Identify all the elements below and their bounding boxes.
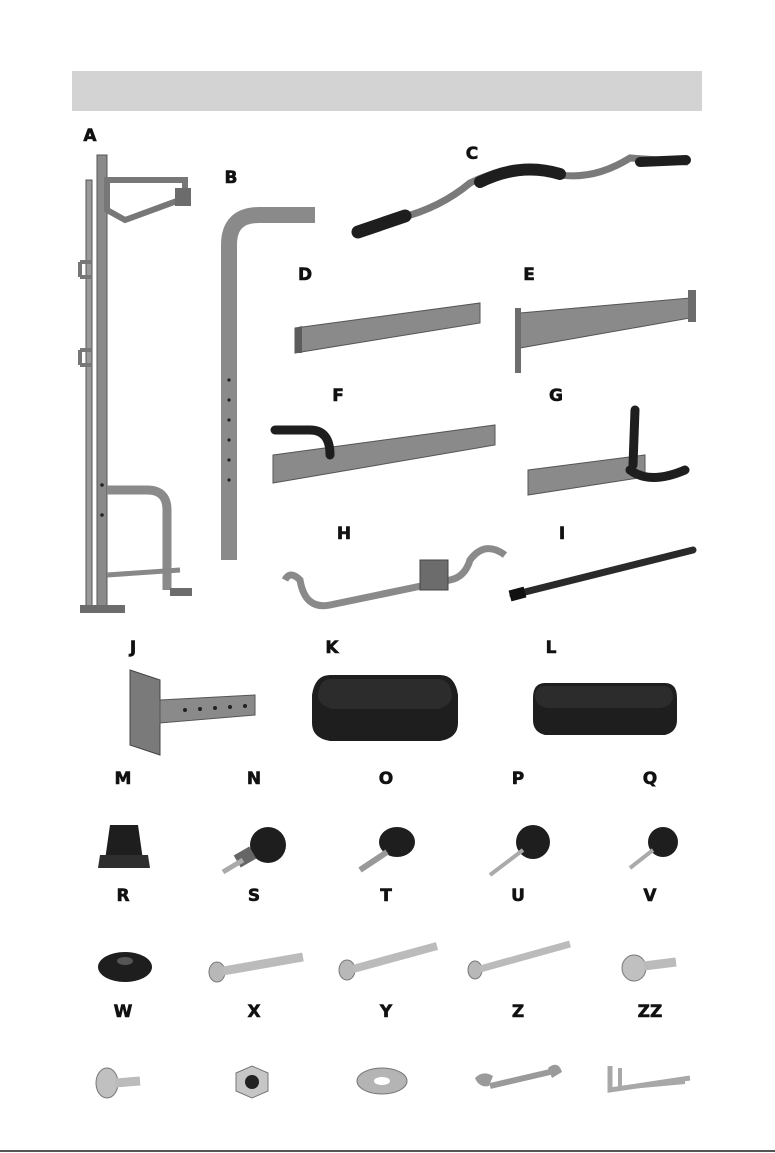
- label-m: M: [115, 771, 132, 788]
- carriage-bolt-icon: [335, 938, 440, 983]
- label-g: G: [549, 388, 563, 405]
- wrench-icon: [470, 1058, 565, 1103]
- star-nut-icon: [95, 945, 155, 985]
- label-t: T: [380, 888, 392, 905]
- label-s: S: [248, 888, 260, 905]
- label-j: J: [130, 640, 136, 657]
- long-star-knob-icon: [485, 820, 555, 882]
- label-z: Z: [512, 1004, 524, 1021]
- footer-rule: [0, 1150, 775, 1152]
- allen-keys-icon: [605, 1058, 695, 1100]
- spring-knob-icon: [355, 820, 420, 878]
- t-handle-bracket-icon: [525, 405, 695, 500]
- channel-bar-icon: [290, 298, 485, 358]
- label-n: N: [247, 771, 261, 788]
- wall-plate-bracket-icon: [125, 665, 260, 760]
- flat-screw-icon: [95, 1063, 145, 1103]
- frame-tower-icon: [75, 150, 200, 620]
- handle-tube-icon: [270, 415, 500, 490]
- washer-icon: [355, 1065, 410, 1097]
- label-l: L: [546, 640, 557, 657]
- label-x: X: [247, 1004, 260, 1021]
- label-u: U: [511, 888, 525, 905]
- label-w: W: [114, 1004, 133, 1021]
- short-screw-icon: [620, 948, 680, 984]
- label-p: P: [512, 771, 524, 788]
- l-post-icon: [215, 205, 325, 565]
- short-star-knob-icon: [625, 820, 685, 878]
- straight-bar-icon: [505, 545, 700, 605]
- label-o: O: [379, 771, 393, 788]
- label-zz: ZZ: [638, 1004, 663, 1021]
- label-y: Y: [380, 1004, 392, 1021]
- label-a: A: [83, 128, 96, 145]
- long-bolt-icon: [205, 945, 305, 985]
- seat-pad-icon: [310, 665, 460, 745]
- label-i: I: [559, 526, 565, 543]
- label-r: R: [116, 888, 129, 905]
- back-pad-icon: [530, 668, 680, 740]
- label-v: V: [643, 888, 656, 905]
- label-b: B: [225, 170, 238, 187]
- label-k: K: [325, 640, 338, 657]
- label-f: F: [332, 388, 344, 405]
- lock-nut-icon: [230, 1063, 275, 1101]
- curl-bar-icon: [350, 150, 695, 245]
- bracket-bar-icon: [510, 288, 700, 376]
- header-bar: [72, 71, 702, 111]
- end-cap-icon: [95, 820, 153, 870]
- hex-bolt-icon: [465, 938, 575, 983]
- label-q: Q: [643, 771, 657, 788]
- bent-handle-bar-icon: [280, 540, 515, 615]
- pop-pin-knob-icon: [218, 820, 290, 878]
- label-e: E: [523, 267, 535, 284]
